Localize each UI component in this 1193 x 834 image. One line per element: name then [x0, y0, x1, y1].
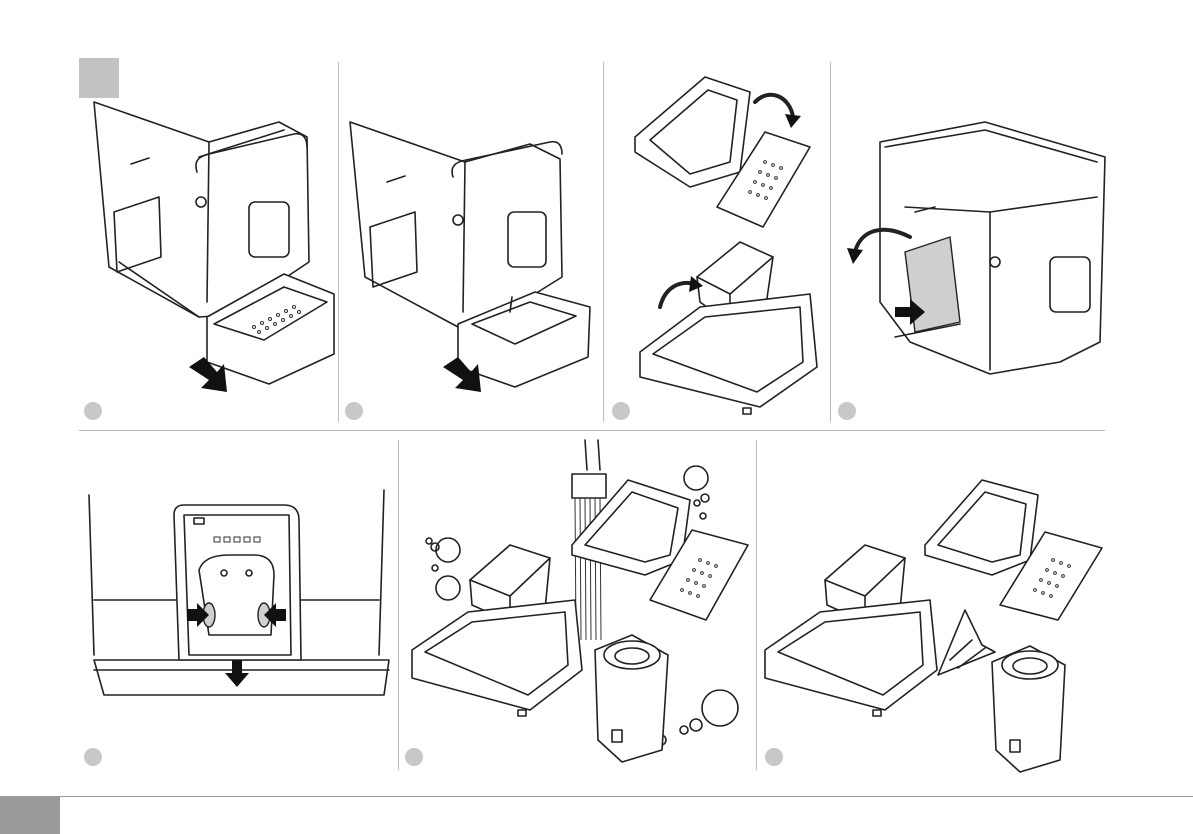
divider [603, 62, 604, 422]
step-1-illustration [79, 62, 339, 422]
step-4-illustration [835, 62, 1105, 422]
step-6-illustration [400, 440, 755, 770]
divider [830, 62, 831, 422]
step-6-badge [405, 748, 423, 766]
page-footer [0, 796, 1193, 834]
footer-page-tab [0, 797, 60, 834]
step-7-badge [765, 748, 783, 766]
step-4-badge [838, 402, 856, 420]
divider [756, 440, 757, 770]
divider [79, 430, 1105, 431]
step-5-badge [84, 748, 102, 766]
step-2-badge [345, 402, 363, 420]
step-2-illustration [340, 62, 600, 422]
step-3-badge [612, 402, 630, 420]
step-1-badge [84, 402, 102, 420]
step-7-illustration [760, 440, 1120, 770]
step-5-illustration [79, 445, 399, 745]
step-3-illustration [605, 62, 830, 422]
